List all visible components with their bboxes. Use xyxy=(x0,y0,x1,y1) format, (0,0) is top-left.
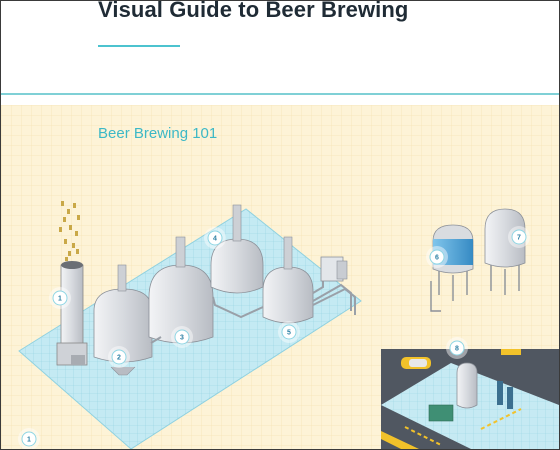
marker-2[interactable]: 2 xyxy=(108,346,130,368)
marker-5[interactable]: 5 xyxy=(278,321,300,343)
marker-1-label: 1 xyxy=(58,296,62,303)
page-header: Visual Guide to Beer Brewing xyxy=(1,1,559,93)
grain-mill xyxy=(56,261,88,366)
marker-8[interactable]: 8 xyxy=(446,337,468,359)
heat-exchanger xyxy=(320,256,348,282)
page-title: Visual Guide to Beer Brewing xyxy=(98,0,409,22)
marker-7-label: 7 xyxy=(517,235,521,242)
marker-3-label: 3 xyxy=(180,335,184,342)
marker-bottom-left[interactable]: 1 xyxy=(18,428,40,449)
marker-4-label: 4 xyxy=(213,236,217,243)
title-underline xyxy=(98,45,180,47)
marker-bottom-left-label: 1 xyxy=(27,437,31,444)
marker-8-label: 8 xyxy=(455,346,459,353)
marker-1[interactable]: 1 xyxy=(49,287,71,309)
grain-particles xyxy=(59,201,80,261)
marker-5-label: 5 xyxy=(287,330,291,337)
section-heading: Beer Brewing 101 xyxy=(98,125,218,142)
marker-6[interactable]: 6 xyxy=(426,246,448,268)
marker-7[interactable]: 7 xyxy=(508,226,530,248)
brewing-diagram: 1 2 3 4 5 6 7 xyxy=(1,105,559,449)
marker-2-label: 2 xyxy=(117,355,121,362)
header-divider xyxy=(1,93,559,95)
brew-kettle xyxy=(210,204,264,294)
marker-4[interactable]: 4 xyxy=(204,227,226,249)
marker-3[interactable]: 3 xyxy=(171,326,193,348)
transfer-pipes xyxy=(150,281,356,344)
whirlpool-tank xyxy=(262,236,314,324)
fermenter-silver xyxy=(484,208,526,295)
lauter-tun xyxy=(148,236,214,344)
marker-6-label: 6 xyxy=(435,255,439,262)
packaging-area xyxy=(381,349,559,449)
